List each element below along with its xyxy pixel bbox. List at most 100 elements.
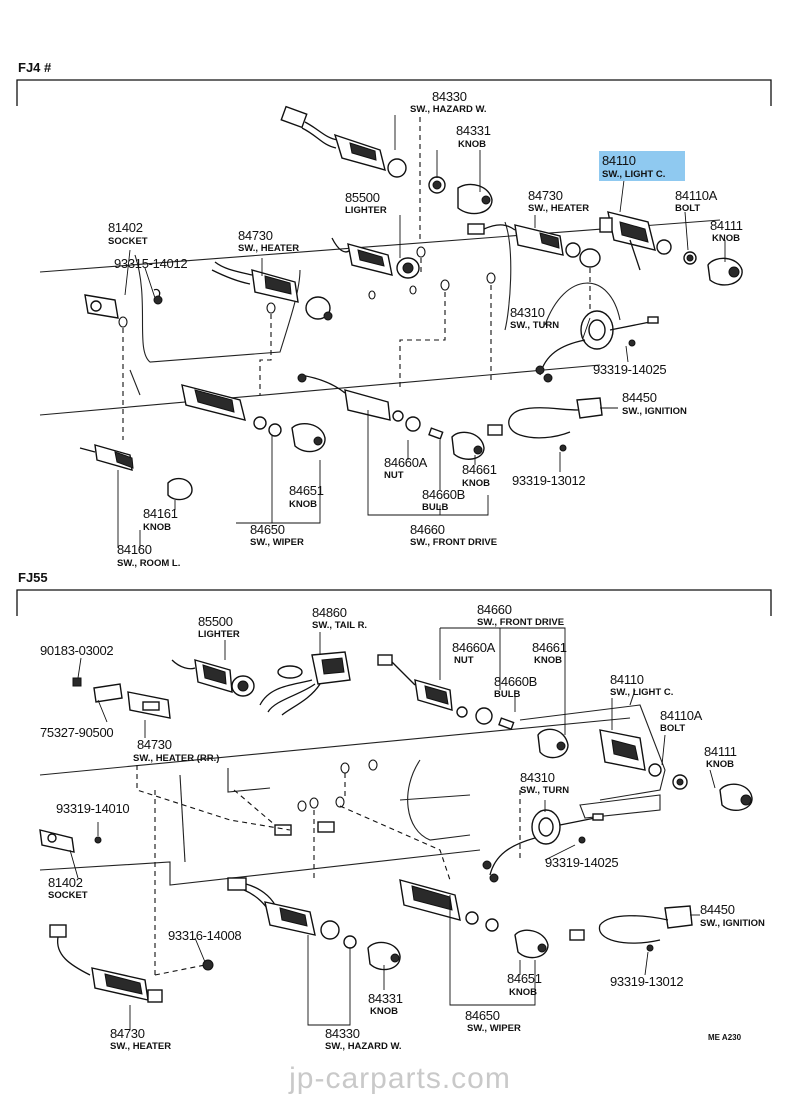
section-frame-fj4 [16,79,772,106]
label-84650-num: 84650 [250,522,285,537]
leader-lines-fj4 [117,115,726,548]
mounting-holes-fj55 [274,759,378,836]
label-81402-num: 81402 [108,220,143,235]
heater-switch-left-fj4 [211,261,333,321]
watermark-text: jp-carparts.com [288,1062,511,1095]
label-b-84310-desc: SW., TURN [520,785,569,796]
highlight-84110 [599,151,685,181]
socket-fj55 [39,829,102,853]
socket-fj4 [84,288,163,319]
leader-lines-fj55 [69,627,716,1030]
label-b-85500-desc: LIGHTER [198,629,240,640]
room-light-switch-fj4 [79,444,193,501]
label-b-84110A-desc: BOLT [660,723,685,734]
label-81402-desc: SOCKET [108,236,148,247]
wiper-switch-fj55 [399,879,549,959]
label-84730-heater-r-desc: SW., HEATER [528,203,589,214]
label-84661-num: 84661 [462,462,497,477]
label-b-93319-13012-num: 93319-13012 [610,974,683,989]
label-b-93316-num: 93316-14008 [168,928,241,943]
label-b-85500-num: 85500 [198,614,233,629]
label-84110-desc: SW., LIGHT C. [602,169,665,180]
label-84161-num: 84161 [143,506,178,521]
label-b-84730h-desc: SW., HEATER (RR.) [133,753,219,764]
label-84660A-num: 84660A [384,455,428,470]
label-b-84660-desc: SW., FRONT DRIVE [477,617,564,628]
diagram-code: ME A230 [708,1033,742,1042]
lighter-fj55 [171,659,255,697]
label-84111-num: 84111 [710,218,743,233]
label-84660B-desc: BULB [422,502,449,513]
label-93319-13012-num: 93319-13012 [512,473,585,488]
label-84160-num: 84160 [117,542,152,557]
labels-fj4: 84330 SW., HAZARD W. 84331 KNOB 84110 SW… [108,89,743,569]
light-control-switch-fj55 [599,729,753,812]
label-84110A-num: 84110A [675,188,718,203]
heater-switch-fj55 [49,924,214,1003]
front-drive-switch-fj4 [297,373,485,460]
light-control-switch-fj4 [599,211,743,286]
label-84330-desc: SW., HAZARD W. [410,104,487,115]
hazard-switch-fj55 [227,877,401,971]
ignition-switch-fj4 [487,397,603,452]
label-b-81402-num: 81402 [48,875,83,890]
label-84310-desc: SW., TURN [510,320,559,331]
label-84161-desc: KNOB [143,522,171,533]
label-b-84450-num: 84450 [700,902,735,917]
label-b-84650-desc: SW., WIPER [467,1023,521,1034]
label-b-93319-14025-num: 93319-14025 [545,855,618,870]
label-84660B-num: 84660B [422,487,465,502]
heater-switch-right-fj4 [467,223,601,268]
label-b-84110-desc: SW., LIGHT C. [610,687,673,698]
label-b-84660A-desc: NUT [454,655,474,666]
section-frame-fj55 [16,589,772,616]
label-b-84660B-num: 84660B [494,674,537,689]
mounting-holes-fj4 [118,246,496,328]
label-84310-num: 84310 [510,305,545,320]
hazard-switch-fj4 [280,105,493,215]
label-b-84110-num: 84110 [610,672,644,687]
label-84450-desc: SW., IGNITION [622,406,687,417]
label-84651-desc: KNOB [289,499,317,510]
label-93315-num: 93315-14012 [114,256,187,271]
label-b-84330-desc: SW., HAZARD W. [325,1041,402,1052]
label-84331-num: 84331 [456,123,491,138]
label-b-84660A-num: 84660A [452,640,496,655]
label-b-84450-desc: SW., IGNITION [700,918,765,929]
label-b-84331-num: 84331 [368,991,403,1006]
wiper-switch-fj4 [181,384,326,453]
label-b-84730-num: 84730 [110,1026,145,1041]
label-84730-heater-l-desc: SW., HEATER [238,243,299,254]
label-84160-desc: SW., ROOM L. [117,558,180,569]
label-b-81402-desc: SOCKET [48,890,88,901]
label-84111-desc: KNOB [712,233,740,244]
label-b-84651-desc: KNOB [509,987,537,998]
label-b-75327-num: 75327-90500 [40,725,113,740]
label-b-84730-desc: SW., HEATER [110,1041,171,1052]
ignition-switch-fj55 [569,905,693,952]
dashed-routing-fj4 [122,117,591,440]
label-84651-num: 84651 [289,483,324,498]
heater-rr-switch-fj55 [72,677,171,719]
label-84730-heater-l-num: 84730 [238,228,273,243]
label-84661-desc: KNOB [462,478,490,489]
label-b-84111-desc: KNOB [706,759,734,770]
label-b-84860-num: 84860 [312,605,347,620]
label-b-84650-num: 84650 [465,1008,500,1023]
label-84660A-desc: NUT [384,470,404,481]
label-b-84310-num: 84310 [520,770,555,785]
label-b-84331-desc: KNOB [370,1006,398,1017]
label-b-90183-num: 90183-03002 [40,643,113,658]
label-84650-desc: SW., WIPER [250,537,304,548]
label-84660-desc: SW., FRONT DRIVE [410,537,497,548]
section-title-fj55: FJ55 [18,570,48,585]
label-b-84110A-num: 84110A [660,708,703,723]
label-b-84860-desc: SW., TAIL R. [312,620,367,631]
dashed-routing-fj55 [136,765,521,976]
turn-switch-fj4 [535,310,659,383]
label-84450-num: 84450 [622,390,657,405]
label-b-84730h-num: 84730 [137,737,172,752]
label-b-84660-num: 84660 [477,602,512,617]
label-85500-desc: LIGHTER [345,205,387,216]
